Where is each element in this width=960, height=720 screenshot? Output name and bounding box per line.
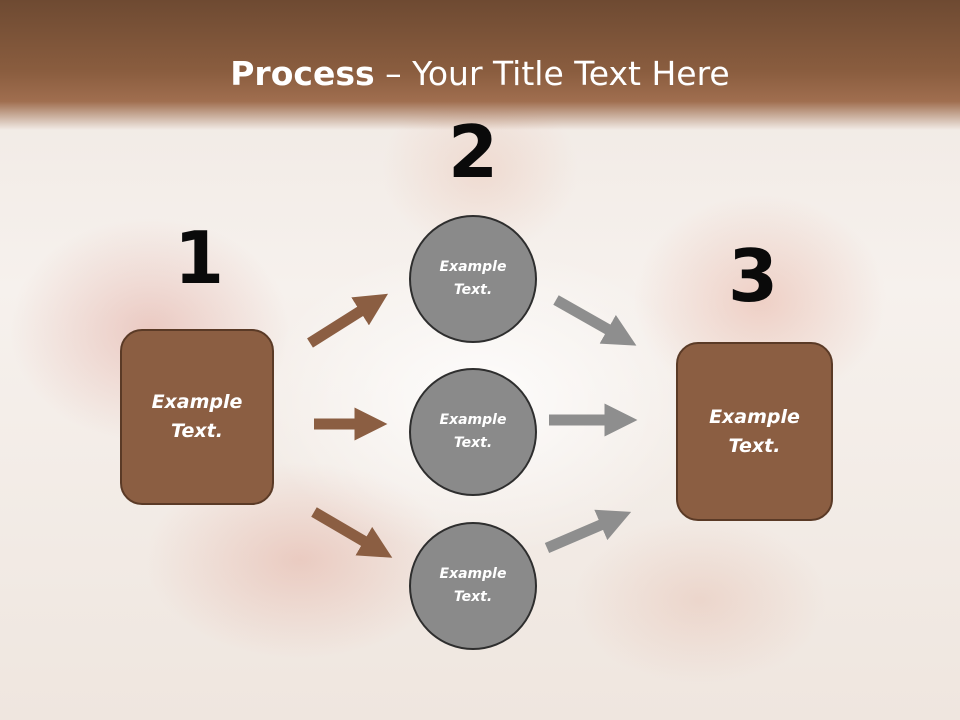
title-bold-part: Process — [230, 54, 375, 93]
arrow-circle-top-to-box3 — [553, 295, 637, 346]
step-number-1: 1 — [173, 216, 225, 300]
arrow-box1-to-circle-top — [307, 293, 389, 348]
title-band — [0, 0, 960, 130]
step-3-box: Example Text. — [676, 342, 833, 521]
circle-top-text: Example Text. — [439, 259, 507, 298]
circle-middle-text: Example Text. — [439, 412, 507, 451]
circle-bottom-text: Example Text. — [439, 566, 507, 605]
step-number-3: 3 — [727, 234, 779, 318]
step-1-box-text: Example Text. — [151, 391, 243, 442]
step-2-circle-top: Example Text. — [409, 215, 537, 343]
arrow-box1-to-circle-bottom — [311, 507, 393, 558]
step-3-box-text: Example Text. — [709, 405, 800, 457]
arrow-circle-bottom-to-box3 — [544, 509, 632, 554]
step-2-circle-bottom: Example Text. — [409, 522, 537, 650]
step-number-2: 2 — [447, 110, 499, 194]
step-2-circle-middle: Example Text. — [409, 368, 537, 496]
step-1-box: Example Text. — [120, 329, 274, 505]
title-rest: – Your Title Text Here — [374, 54, 730, 93]
slide-title: Process – Your Title Text Here — [0, 52, 960, 96]
